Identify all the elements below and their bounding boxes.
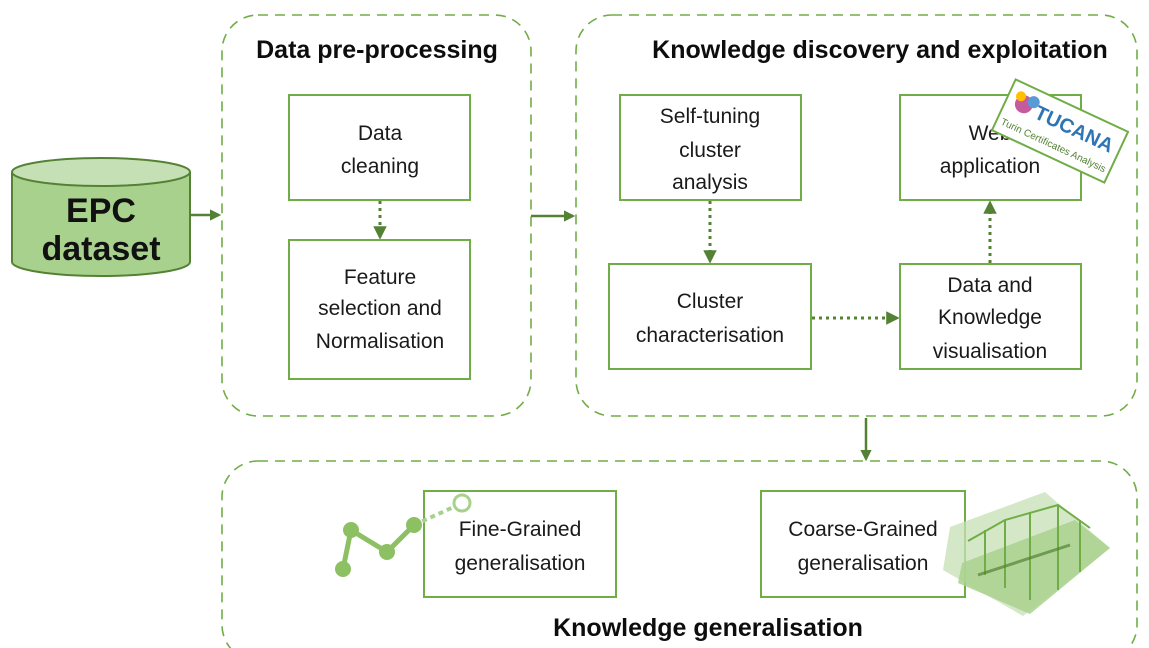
node-coarse-grained: Coarse-Grained generalisation: [760, 490, 966, 598]
node-fine-grained: Fine-Grained generalisation: [423, 490, 617, 598]
group-generalisation-box: [221, 460, 1138, 648]
node-text-line: cluster: [679, 139, 741, 162]
node-text-line: generalisation: [798, 552, 929, 575]
node-text-line: Data: [358, 122, 403, 145]
node-data-knowledge-visualisation: Data and Knowledge visualisation: [899, 263, 1082, 370]
group-discovery-box: [575, 14, 1138, 417]
cylinder-top: [11, 157, 191, 187]
epc-dataset-cylinder: EPC dataset: [11, 157, 191, 277]
node-text-line: Normalisation: [316, 330, 444, 353]
db-label-line-1: EPC: [66, 192, 136, 230]
node-text-line: characterisation: [636, 324, 784, 347]
node-text-line: Feature: [344, 266, 416, 289]
node-cluster-characterisation: Cluster characterisation: [608, 263, 812, 370]
node-text-line: Self-tuning: [660, 105, 760, 128]
node-text-line: generalisation: [455, 552, 586, 575]
node-text-line: application: [940, 155, 1040, 178]
node-self-tuning: Self-tuning cluster analysis: [619, 94, 802, 201]
line-trend-icon: [335, 493, 472, 577]
node-text-line: visualisation: [933, 340, 1047, 363]
node-text-line: selection and: [318, 297, 442, 320]
node-text-line: Coarse-Grained: [788, 518, 937, 541]
group-title-generalisation: Knowledge generalisation: [553, 614, 863, 642]
dendrogram-icon: [943, 492, 1110, 616]
group-title-discovery: Knowledge discovery and exploitation: [652, 36, 1108, 64]
db-label-line-2: dataset: [41, 230, 160, 268]
cylinder-body: [11, 172, 191, 277]
group-title-preprocessing: Data pre-processing: [256, 36, 498, 64]
node-text-line: cleaning: [341, 155, 419, 178]
node-text-line: Fine-Grained: [459, 518, 582, 541]
node-data-cleaning: Data cleaning: [288, 94, 471, 201]
node-text-line: analysis: [672, 171, 748, 194]
node-text-line: Data and: [947, 274, 1032, 297]
node-feature-selection: Feature selection and Normalisation: [288, 239, 471, 380]
node-text-line: Knowledge: [938, 306, 1042, 329]
node-text-line: Cluster: [677, 290, 744, 313]
